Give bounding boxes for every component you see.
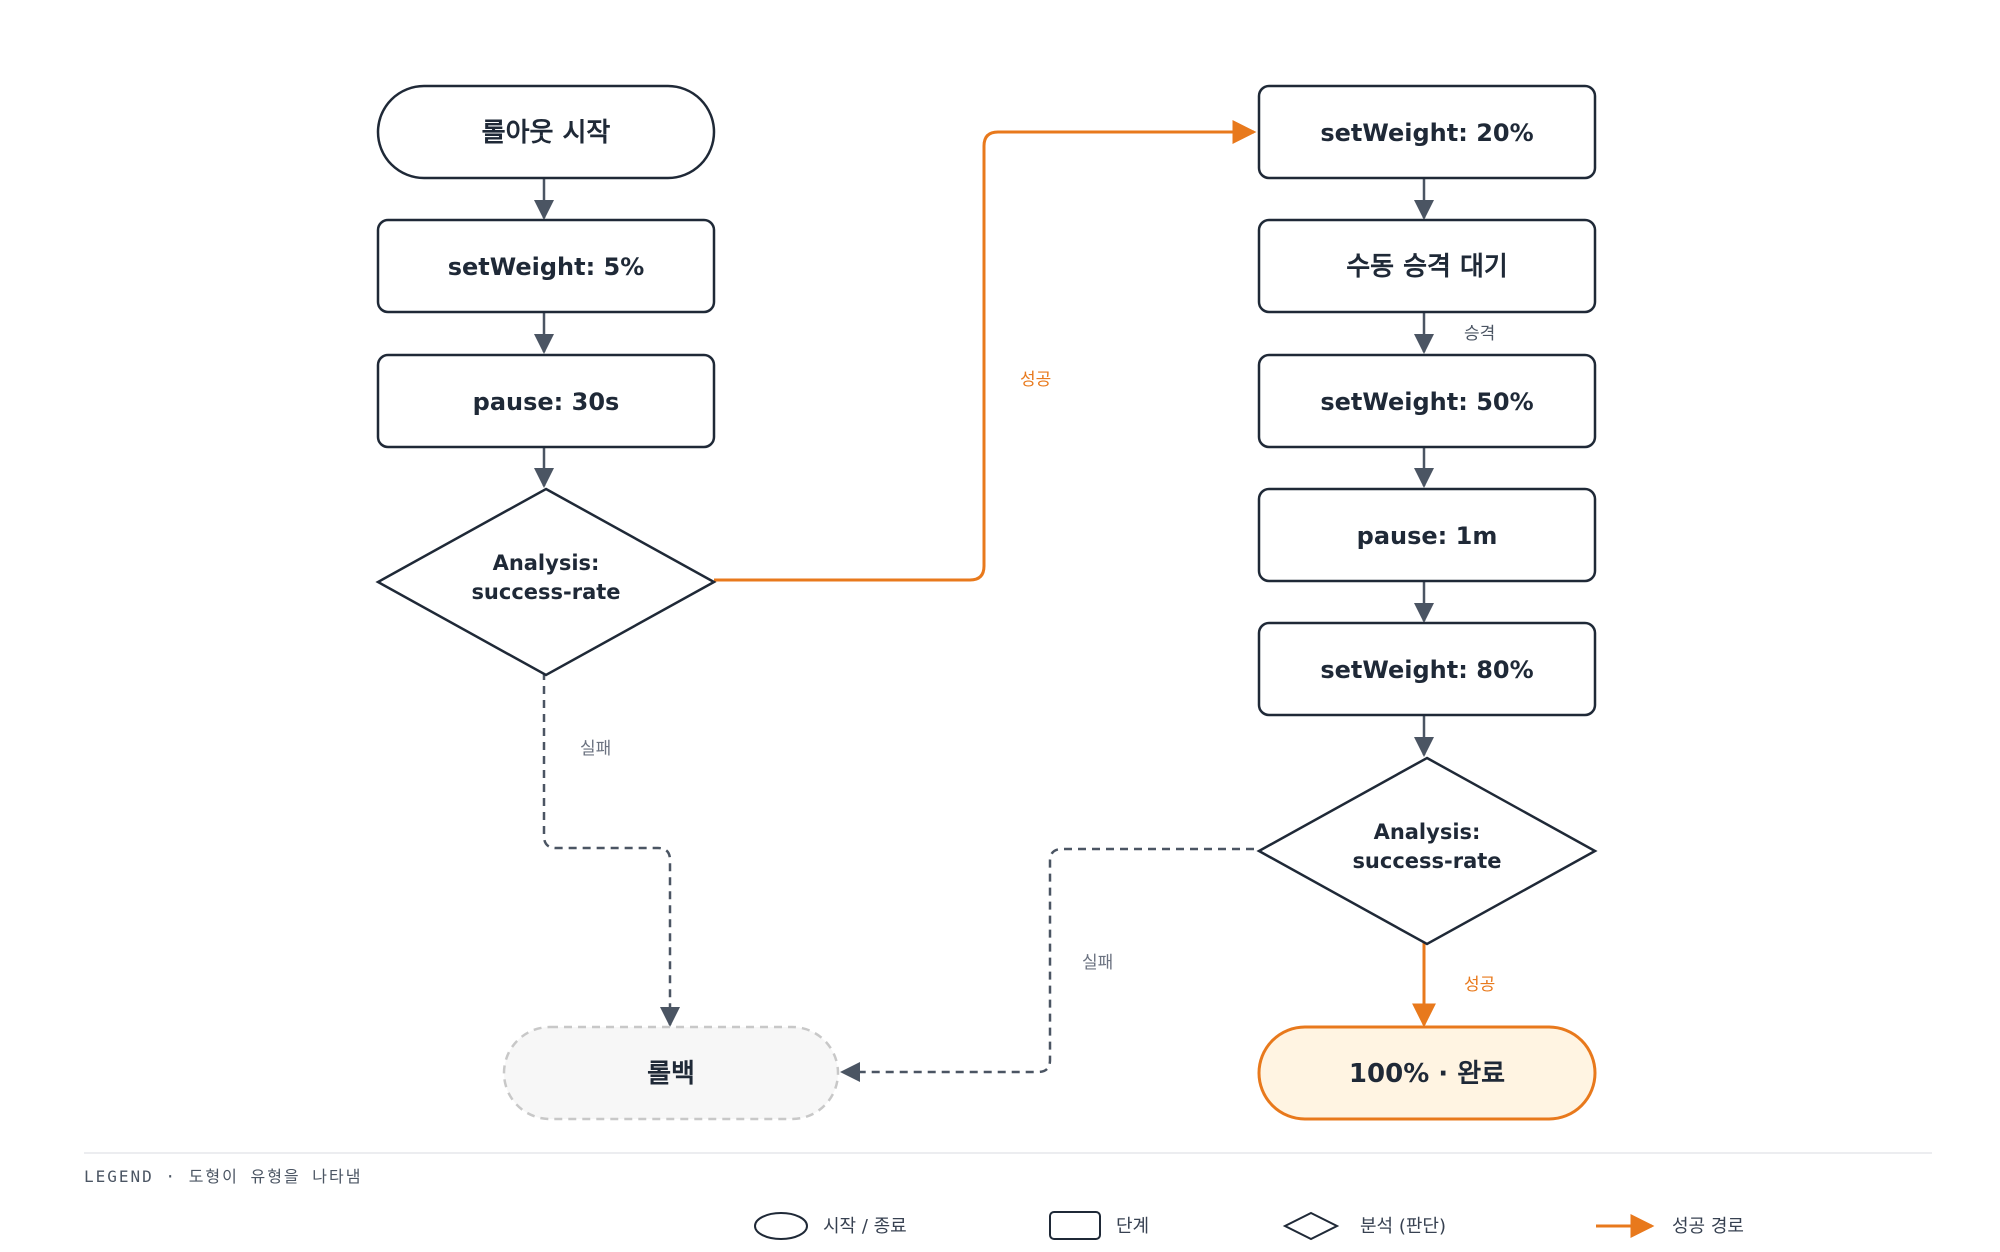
node-analysis-1-line1: Analysis:	[493, 551, 600, 575]
edge-analysis1-success	[714, 120, 1257, 582]
node-analysis-1: Analysis: success-rate	[375, 487, 717, 677]
legend-item-terminal: 시작 / 종료	[754, 1212, 907, 1240]
node-done-label: 100% · 완료	[1349, 1059, 1505, 1089]
edge-analysis2-fail	[840, 847, 1254, 1082]
legend-step-label: 단계	[1116, 1216, 1149, 1237]
node-setweight-5-label: setWeight: 5%	[448, 253, 645, 281]
node-start: 롤아웃 시작	[376, 84, 716, 180]
node-analysis-2-line1: Analysis:	[1374, 820, 1481, 844]
legend-title: LEGEND · 도형이 유형을 나타냄	[84, 1167, 362, 1186]
legend-terminal-icon	[754, 1212, 808, 1240]
edge-label-success-2: 성공	[1464, 975, 1495, 995]
node-setweight-80: setWeight: 80%	[1257, 621, 1597, 717]
node-analysis-2-line2: success-rate	[1352, 849, 1501, 873]
node-setweight-80-label: setWeight: 80%	[1320, 656, 1533, 684]
node-pause-1m: pause: 1m	[1257, 487, 1597, 583]
edges	[534, 120, 1436, 1082]
legend-terminal-label: 시작 / 종료	[823, 1216, 907, 1237]
legend-item-success-path: 성공 경로	[1596, 1214, 1744, 1238]
node-setweight-5: setWeight: 5%	[376, 218, 716, 314]
legend-success-path-label: 성공 경로	[1672, 1216, 1744, 1237]
legend-item-step: 단계	[1049, 1211, 1149, 1240]
node-pause-1m-label: pause: 1m	[1357, 522, 1498, 550]
edge-label-success-1: 성공	[1020, 370, 1051, 390]
node-setweight-50: setWeight: 50%	[1257, 353, 1597, 449]
node-manual-promotion: 수동 승격 대기	[1257, 218, 1597, 314]
edge-analysis1-fail	[542, 672, 680, 1027]
node-done: 100% · 완료	[1257, 1025, 1597, 1121]
node-start-label: 롤아웃 시작	[482, 118, 611, 148]
legend-step-icon	[1049, 1211, 1101, 1240]
node-analysis-1-line2: success-rate	[471, 580, 620, 604]
legend-item-decision: 분석 (판단)	[1282, 1211, 1446, 1241]
node-setweight-20-label: setWeight: 20%	[1320, 119, 1533, 147]
node-setweight-50-label: setWeight: 50%	[1320, 388, 1533, 416]
legend-decision-label: 분석 (판단)	[1360, 1216, 1446, 1237]
legend-decision-icon	[1282, 1211, 1340, 1241]
edge-label-promote: 승격	[1464, 324, 1495, 344]
node-rollback: 롤백	[502, 1025, 840, 1121]
node-pause-30s: pause: 30s	[376, 353, 716, 449]
node-pause-30s-label: pause: 30s	[473, 388, 620, 416]
node-setweight-20: setWeight: 20%	[1257, 84, 1597, 180]
node-analysis-2: Analysis: success-rate	[1256, 756, 1598, 946]
node-manual-promotion-label: 수동 승격 대기	[1346, 252, 1508, 282]
edge-label-fail-2: 실패	[1082, 953, 1113, 973]
node-rollback-label: 롤백	[647, 1059, 695, 1089]
edge-label-fail-1: 실패	[580, 739, 611, 759]
